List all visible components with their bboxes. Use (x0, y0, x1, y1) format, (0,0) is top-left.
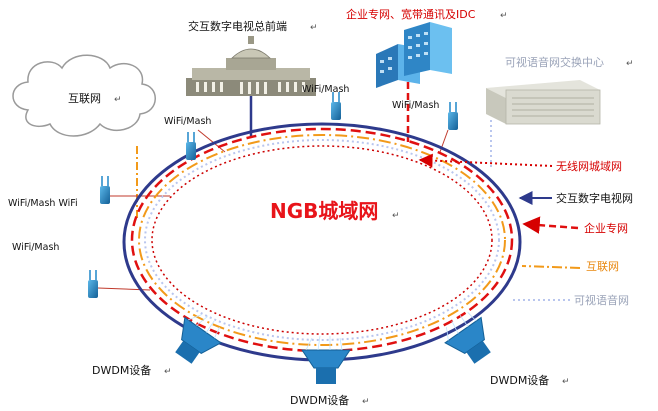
video-voice-center-label: 可视语音网交换中心 (505, 55, 604, 69)
dwdm-label-right: DWDM设备 (490, 373, 549, 387)
enterprise-building-icon (376, 22, 452, 88)
wifi-router-icon (100, 176, 110, 204)
return-mark: ↵ (164, 367, 172, 377)
return-mark: ↵ (392, 211, 400, 221)
ring-orange-dashdot (138, 134, 506, 346)
legend-line-wireless (418, 153, 553, 168)
dwdm-device-icon (175, 314, 222, 364)
wifi-label-top-left: WiFi/Mash (164, 116, 211, 127)
return-mark: ↵ (626, 59, 634, 69)
tv-headend-label: 交互数字电视总前端 (188, 19, 287, 33)
dwdm-device-icon (444, 312, 491, 364)
capitol-building-icon (186, 36, 316, 96)
legend-tv-label: 交互数字电视网 (556, 191, 633, 205)
dwdm-label-left: DWDM设备 (92, 363, 151, 377)
wifi-label-top-right: WiFi/Mash (392, 100, 439, 111)
wifi-label-top-center: WiFi/Mash (302, 84, 349, 95)
legend-video-label: 可视语音网 (574, 293, 629, 307)
enterprise-label: 企业专网、宽带通讯及IDC (346, 7, 476, 21)
legend-line-enterprise (522, 216, 579, 234)
ngb-metro-title: NGB城域网 (270, 199, 378, 223)
legend-wireless-label: 无线网城域网 (556, 159, 622, 173)
wifi-link-top-left (197, 129, 226, 153)
ring-red-dotted (151, 145, 493, 335)
wifi-router-icon (186, 132, 196, 160)
wifi-label-lower-left: WiFi/Mash (12, 242, 59, 253)
ring-red-dashed (130, 127, 514, 353)
dwdm-label-bottom: DWDM设备 (290, 393, 349, 407)
dwdm-device-icon (301, 335, 351, 384)
return-mark: ↵ (362, 397, 370, 407)
ring-lightblue-dotted (144, 139, 500, 341)
server-rack-icon (486, 80, 601, 125)
wifi-router-icon (448, 102, 458, 130)
wifi-router-icon (88, 270, 98, 298)
return-mark: ↵ (114, 95, 122, 105)
return-mark: ↵ (310, 23, 318, 33)
wifi-label-mid-left: WiFi/Mash WiFi (8, 198, 78, 209)
wifi-router-icon (331, 92, 341, 120)
legend-line-internet (521, 265, 581, 269)
legend-internet-label: 互联网 (586, 260, 619, 273)
return-mark: ↵ (562, 377, 570, 387)
return-mark: ↵ (500, 11, 508, 21)
internet-label: 互联网 (68, 92, 101, 105)
internet-cloud-icon (12, 54, 156, 137)
legend-enterprise-label: 企业专网 (584, 221, 628, 235)
